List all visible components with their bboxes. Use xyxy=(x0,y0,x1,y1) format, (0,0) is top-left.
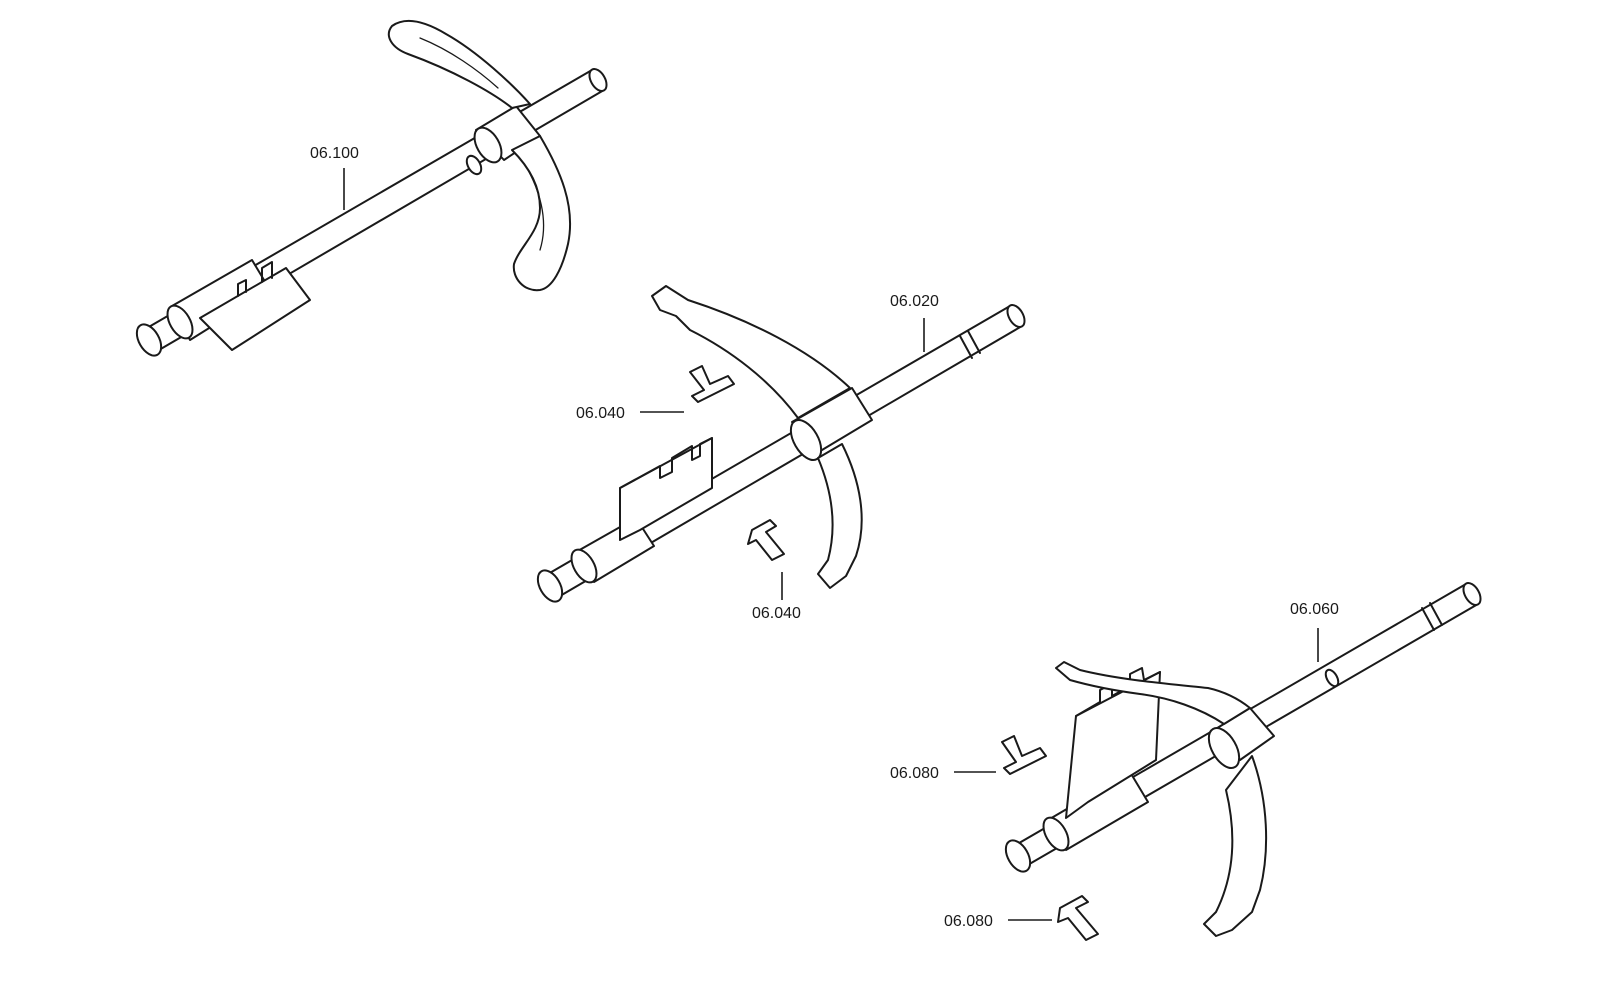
shift-rail-assembly-06060: 06.060 06.080 06.080 xyxy=(890,582,1482,941)
shift-fork-lower xyxy=(817,443,863,589)
selector-bracket xyxy=(199,267,311,351)
shift-rail-assembly-06100: 06.100 xyxy=(135,19,608,357)
part-label-06060: 06.060 xyxy=(1290,601,1339,618)
shift-fork-upper xyxy=(651,285,851,419)
part-label-06100: 06.100 xyxy=(310,145,359,162)
part-label-06040-a: 06.040 xyxy=(576,405,625,422)
shift-fork-lower xyxy=(511,135,572,292)
part-label-06040-b: 06.040 xyxy=(752,605,801,622)
shift-fork-upper xyxy=(387,19,531,109)
part-label-06080-a: 06.080 xyxy=(890,765,939,782)
shift-pin xyxy=(1001,735,1047,775)
part-label-06020: 06.020 xyxy=(890,293,939,310)
shift-pin xyxy=(747,519,785,561)
shift-pin xyxy=(1057,895,1099,941)
shift-fork-upper xyxy=(1055,661,1251,725)
shift-rail-assembly-06020: 06.020 06.040 06.040 xyxy=(536,285,1026,622)
shift-fork-lower xyxy=(1203,755,1268,937)
selector-bracket xyxy=(619,437,713,541)
shift-pin xyxy=(689,365,735,403)
part-label-06080-b: 06.080 xyxy=(944,913,993,930)
